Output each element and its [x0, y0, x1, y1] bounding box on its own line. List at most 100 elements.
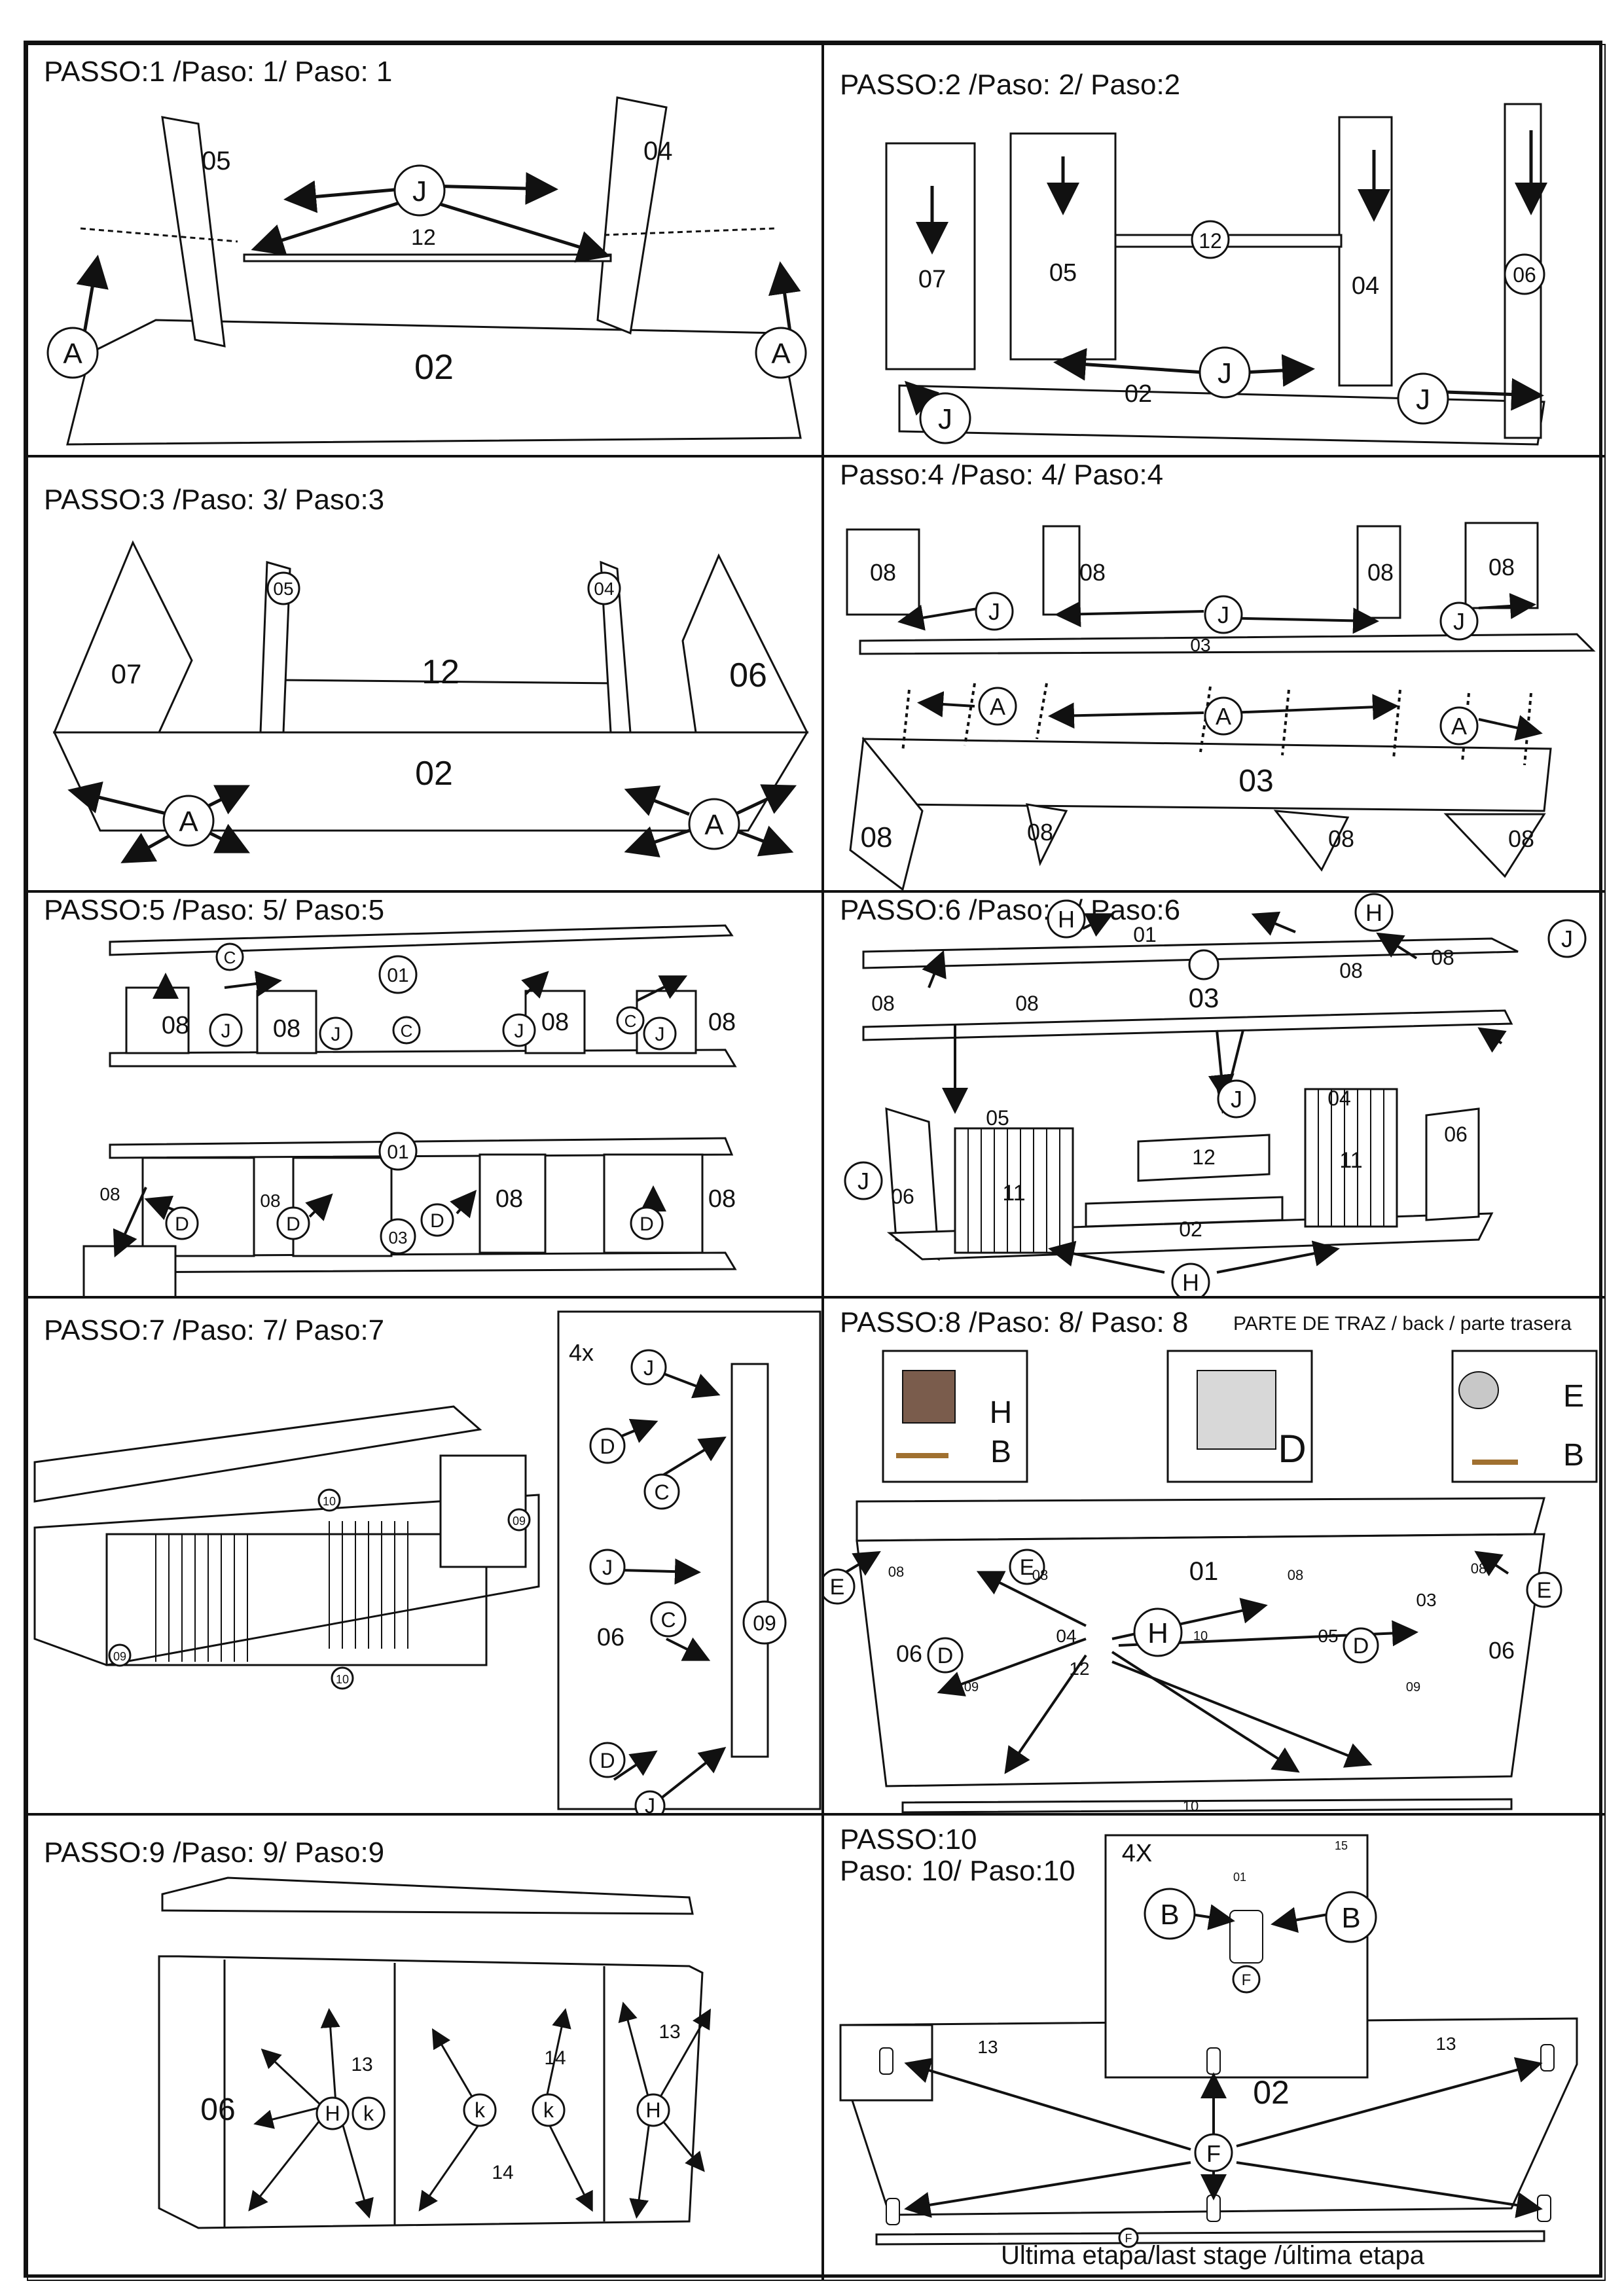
part-08: 08 [1489, 554, 1515, 581]
step-2-diagram: J J J 07 05 12 04 06 02 [885, 103, 1547, 446]
step-1-diagram: J A A 05 04 12 02 [46, 96, 807, 446]
part-09: 09 [1406, 1680, 1420, 1695]
fastener-A: A [771, 338, 791, 370]
fastener-C: C [660, 1608, 676, 1632]
step-6-title: PASSO:6 /Paso: 6/ Paso:6 [840, 894, 1181, 926]
part-09: 09 [513, 1515, 526, 1528]
fastener-D: D [600, 1749, 615, 1772]
part-14: 14 [492, 2162, 513, 2183]
part-08: 08 [1328, 825, 1354, 852]
step-9-panel: PASSO:9 /Paso: 9/ Paso:9 [27, 1814, 823, 2281]
fastener-F: F [1125, 2232, 1132, 2245]
part-14: 14 [544, 2047, 566, 2069]
fastener-k: k [475, 2098, 486, 2122]
part-12: 12 [422, 653, 460, 691]
part-08: 08 [99, 1184, 120, 1204]
part-05: 05 [273, 579, 293, 599]
legend-HB-label: H [990, 1395, 1013, 1430]
fastener-H: H [1058, 906, 1075, 933]
part-15: 15 [1335, 1839, 1348, 1852]
fastener-A: A [990, 693, 1005, 720]
part-01: 01 [1133, 923, 1157, 946]
part-04: 04 [1056, 1626, 1076, 1646]
step-10-panel: PASSO:10 Paso: 10/ Paso:10 Última etapa/… [823, 1814, 1606, 2281]
fastener-J: J [1416, 384, 1430, 416]
part-04: 04 [594, 579, 614, 599]
fastener-E: E [830, 1575, 845, 1600]
back-note: PARTE DE TRAZ / back / parte trasera [1233, 1313, 1572, 1335]
step-5-panel: PASSO:5 /Paso: 5/ Paso:5 [27, 891, 823, 1297]
step-3-title: PASSO:3 /Paso: 3/ Paso:3 [44, 484, 385, 516]
part-10: 10 [336, 1673, 349, 1686]
legend-EB-label: B [1563, 1438, 1584, 1473]
part-05: 05 [1318, 1626, 1338, 1646]
part-10: 10 [1183, 1798, 1199, 1814]
part-05: 05 [986, 1106, 1009, 1130]
part-13: 13 [1435, 2034, 1456, 2054]
part-08: 08 [162, 1012, 189, 1039]
part-02: 02 [415, 755, 453, 793]
fastener-H: H [1147, 1617, 1168, 1649]
fastener-H: H [1365, 899, 1382, 926]
step-4-title: Passo:4 /Paso: 4/ Paso:4 [840, 459, 1164, 491]
part-08: 08 [888, 1564, 904, 1580]
legend-EB-label: E [1563, 1379, 1584, 1414]
part-03: 03 [1189, 982, 1219, 1013]
fastener-F: F [1242, 1971, 1252, 1989]
part-07: 07 [111, 658, 142, 689]
part-08: 08 [260, 1191, 280, 1211]
fastener-E: E [1537, 1578, 1552, 1603]
part-06: 06 [729, 656, 767, 694]
fastener-D: D [640, 1213, 654, 1235]
step-8-title: PASSO:8 /Paso: 8/ Paso: 8 [840, 1306, 1189, 1338]
part-13: 13 [659, 2021, 680, 2043]
part-12: 12 [1199, 229, 1222, 253]
part-08: 08 [1471, 1560, 1487, 1577]
part-09: 09 [113, 1650, 126, 1663]
part-01: 01 [387, 1141, 408, 1163]
part-08: 08 [1079, 559, 1106, 586]
step-10-subtitle: Paso: 10/ Paso:10 [840, 1855, 1075, 1887]
fastener-J: J [331, 1024, 341, 1045]
part-08: 08 [1015, 992, 1039, 1015]
step-2-panel: PASSO:2 /Paso: 2/ Paso:2 [823, 44, 1606, 456]
part-06: 06 [896, 1640, 922, 1667]
part-12: 12 [411, 225, 436, 250]
fastener-D: D [937, 1643, 954, 1668]
part-11: 11 [1002, 1181, 1025, 1206]
fastener-H: H [325, 2102, 340, 2125]
step-9-title: PASSO:9 /Paso: 9/ Paso:9 [44, 1837, 385, 1869]
fastener-H: H [645, 2098, 660, 2122]
part-08: 08 [708, 1185, 736, 1213]
last-stage-caption: Última etapa/last stage /última etapa [1001, 2241, 1425, 2270]
fastener-H: H [1182, 1269, 1199, 1296]
part-08: 08 [1431, 946, 1454, 969]
fastener-J: J [1218, 357, 1232, 389]
part-08: 08 [273, 1015, 300, 1043]
part-06: 06 [891, 1185, 914, 1208]
part-06: 06 [200, 2092, 235, 2127]
step-4-diagram: J J J A A A 08 08 08 08 03 03 08 08 08 0… [846, 522, 1596, 890]
fastener-A: A [704, 809, 724, 841]
fastener-D: D [430, 1210, 444, 1232]
part-02: 02 [414, 348, 454, 387]
part-08: 08 [870, 559, 896, 586]
fastener-A: A [63, 338, 82, 370]
step-7-diagram: 4x J D C J C D J 09 06 10 10 09 09 [33, 1310, 821, 1813]
part-08: 08 [1508, 825, 1534, 852]
part-08: 08 [861, 821, 893, 853]
fastener-J: J [643, 1356, 654, 1380]
fastener-C: C [224, 948, 236, 967]
fastener-B: B [1160, 1899, 1179, 1931]
step-6-diagram: H H J J J H 01 08 08 08 08 03 05 04 06 0… [844, 893, 1587, 1296]
part-01: 01 [1189, 1557, 1219, 1586]
fastener-D: D [1353, 1634, 1369, 1659]
step-7-panel: PASSO:7 /Paso: 7/ Paso:7 [27, 1297, 823, 1814]
part-08: 08 [708, 1009, 736, 1036]
part-08: 08 [1367, 559, 1394, 586]
part-06: 06 [1444, 1122, 1468, 1146]
step-8-panel: PASSO:8 /Paso: 8/ Paso: 8 PARTE DE TRAZ … [823, 1297, 1606, 1814]
part-08: 08 [1032, 1567, 1048, 1583]
fastener-D: D [109, 1295, 124, 1297]
fastener-J: J [221, 1020, 231, 1042]
